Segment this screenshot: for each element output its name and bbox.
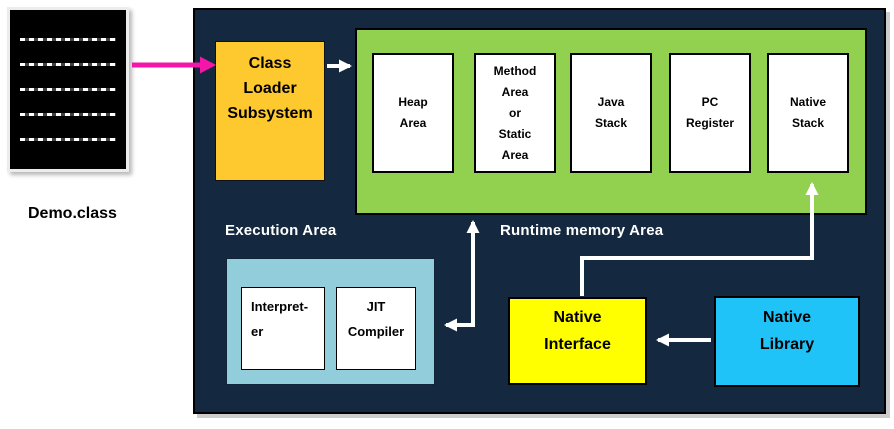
method-area-box: Method Area or Static Area [474, 53, 556, 173]
native-stack-box: Native Stack [767, 53, 849, 173]
jvm-panel: Class Loader Subsystem Heap Area Method … [193, 8, 886, 414]
runtime-memory-area-label: Runtime memory Area [500, 222, 664, 239]
document-code-line [20, 38, 116, 41]
document-code-line [20, 113, 116, 116]
runtime-memory-area-box: Heap Area Method Area or Static Area Jav… [355, 28, 867, 215]
execution-area-label: Execution Area [225, 222, 337, 239]
document-code-line [20, 138, 116, 141]
document-code-line [20, 88, 116, 91]
class-file-label: Demo.class [28, 205, 117, 222]
native-interface-box: Native Interface [508, 297, 647, 385]
interpreter-box: Interpret- er [241, 287, 325, 370]
pc-register-box: PC Register [669, 53, 751, 173]
document-code-line [20, 63, 116, 66]
java-stack-box: Java Stack [570, 53, 652, 173]
execution-area-box: Interpret- er JIT Compiler [226, 258, 435, 385]
class-file-document [7, 7, 129, 172]
class-loader-subsystem-box: Class Loader Subsystem [215, 41, 325, 181]
native-library-box: Native Library [714, 296, 860, 387]
heap-area-box: Heap Area [372, 53, 454, 173]
jit-compiler-box: JIT Compiler [336, 287, 416, 370]
